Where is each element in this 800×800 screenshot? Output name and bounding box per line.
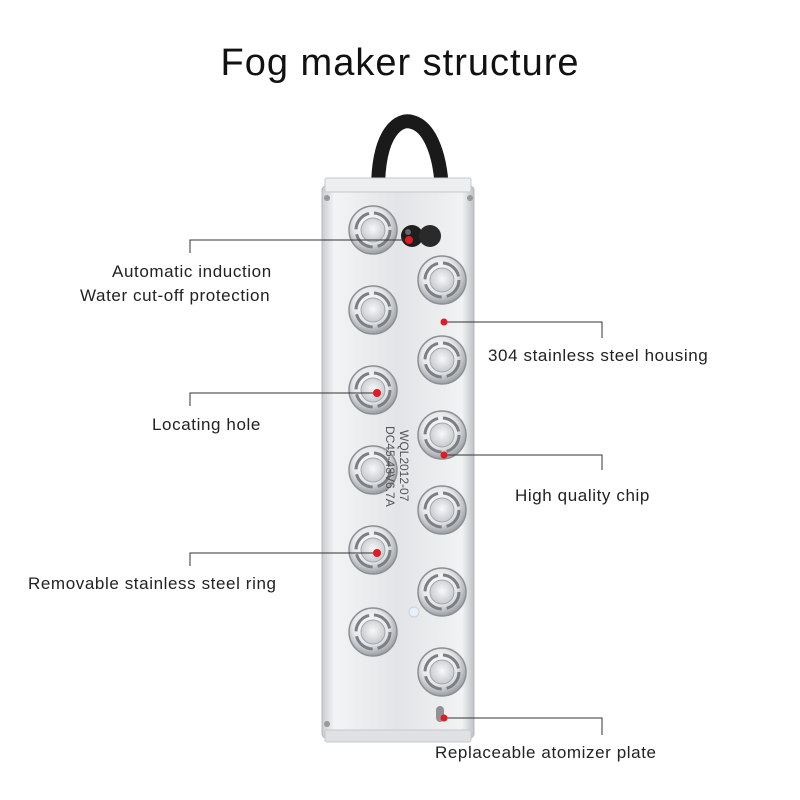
atomizer-head — [417, 335, 467, 385]
marker-dot — [373, 549, 381, 557]
label-plate: Replaceable atomizer plate — [435, 743, 657, 762]
mounting-hole-icon — [324, 195, 330, 201]
marker-dot — [440, 714, 448, 722]
atomizer-head — [417, 647, 467, 697]
model-marking: WQL2012-07 DC45-48V6.7A — [383, 426, 411, 507]
mounting-hole-icon — [467, 195, 473, 201]
model-line-1: WQL2012-07 — [397, 430, 411, 502]
power-cable — [371, 114, 449, 197]
leader-locating-hole — [189, 392, 376, 406]
atomizer-head — [348, 285, 398, 335]
atomizer-head — [417, 410, 467, 460]
atomizer-head — [348, 365, 398, 415]
leader-housing — [444, 321, 603, 338]
atomizer-column-left — [348, 205, 398, 657]
marker-dot — [373, 389, 381, 397]
housing-bottom-flange — [324, 729, 472, 743]
page-title: Fog maker structure — [220, 42, 580, 84]
label-auto-induction-1: Automatic induction — [112, 262, 272, 281]
atomizer-column-right — [417, 255, 467, 697]
marker-dot — [440, 451, 448, 459]
atomizer-head — [417, 567, 467, 617]
atomizer-head — [417, 255, 467, 305]
label-auto-induction-2: Water cut-off protection — [80, 286, 271, 305]
label-ring: Removable stainless steel ring — [28, 574, 277, 593]
mounting-hole-icon — [324, 721, 330, 727]
leader-auto-induction — [189, 239, 408, 253]
marker-dot — [440, 318, 448, 326]
marker-dot — [405, 236, 413, 244]
model-line-2: DC45-48V6.7A — [383, 426, 397, 507]
label-housing: 304 stainless steel housing — [488, 346, 709, 365]
callout-markers — [373, 236, 448, 722]
indicator-led-icon — [408, 606, 420, 618]
atomizer-head — [417, 485, 467, 535]
housing-top-flange — [324, 177, 472, 193]
atomizer-head — [348, 607, 398, 657]
atomizer-head — [348, 205, 398, 255]
leader-lines — [189, 239, 603, 735]
leader-plate — [444, 717, 603, 735]
atomizer-head — [348, 445, 398, 495]
atomizer-head — [348, 525, 398, 575]
leader-ring — [189, 552, 376, 566]
label-locating-hole: Locating hole — [152, 415, 261, 434]
label-chip: High quality chip — [515, 486, 650, 505]
leader-chip — [444, 454, 603, 470]
